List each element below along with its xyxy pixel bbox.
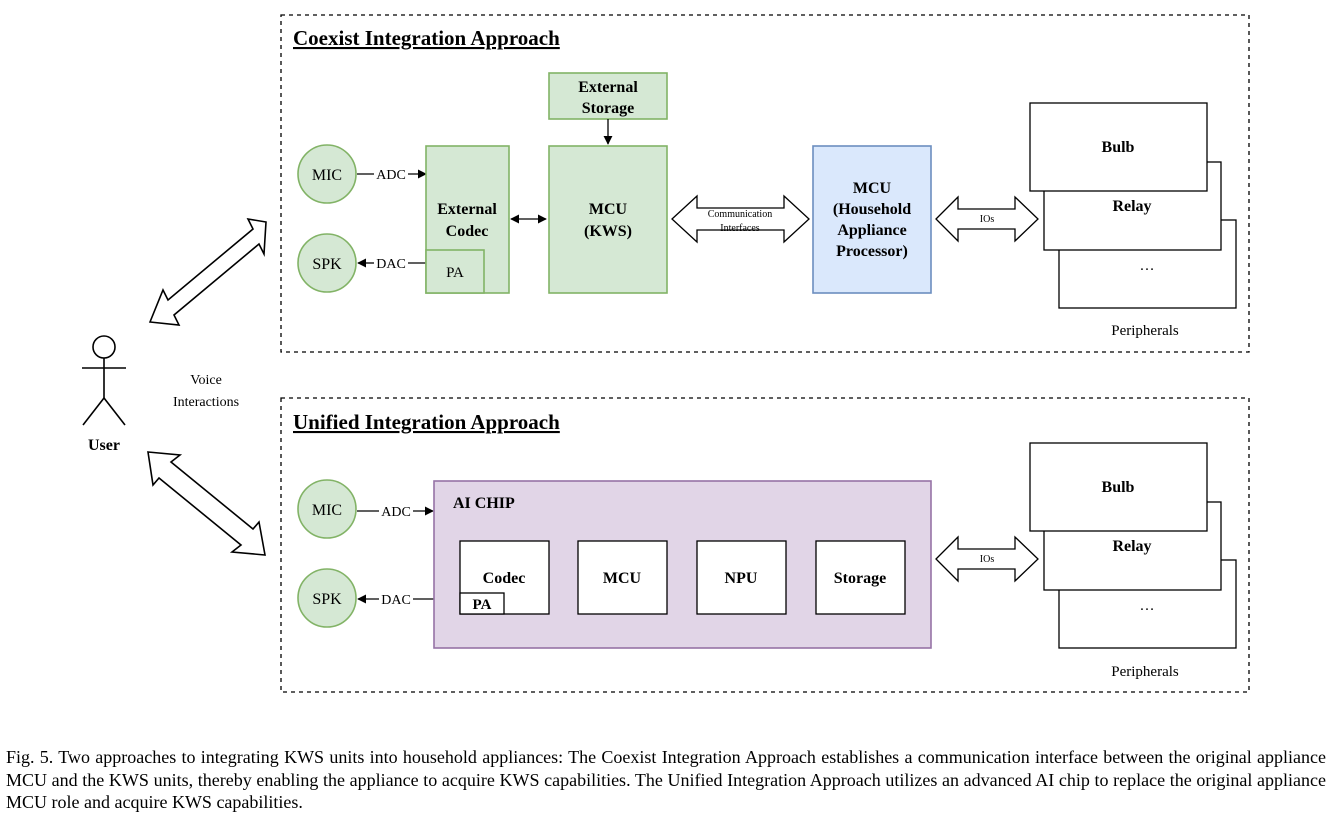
ai-chip-label: AI CHIP xyxy=(453,495,515,512)
unified-storage-box xyxy=(815,540,906,615)
unified-spk-label: SPK xyxy=(312,591,342,608)
coexist-codec-line2: Codec xyxy=(446,223,489,240)
coexist-peripheral-bulb-label: Bulb xyxy=(1102,139,1135,156)
comm-label-line2: Interfaces xyxy=(720,223,760,234)
house-mcu-line4: Processor) xyxy=(836,243,908,260)
coexist-peripheral-relay-label: Relay xyxy=(1112,198,1151,215)
voice-label-line1: Voice xyxy=(190,373,222,388)
communication-interfaces-arrow xyxy=(671,194,810,244)
coexist-mcu-kws-line2: (KWS) xyxy=(584,223,632,240)
unified-mcu-box xyxy=(577,540,668,615)
unified-pa-label: PA xyxy=(473,597,492,613)
coexist-peripherals-label: Peripherals xyxy=(1111,323,1179,339)
coexist-dac-label: DAC xyxy=(376,257,406,272)
unified-title: Unified Integration Approach xyxy=(293,410,560,434)
coexist-external-storage-box xyxy=(548,72,668,120)
unified-npu-box xyxy=(696,540,787,615)
unified-dac-label: DAC xyxy=(381,593,411,608)
unified-peripheral-bulb-label: Bulb xyxy=(1102,479,1135,496)
unified-storage-label: Storage xyxy=(834,570,886,587)
coexist-spk-node xyxy=(297,233,357,293)
coexist-pa-box xyxy=(425,249,485,294)
unified-mcu-label: MCU xyxy=(603,570,642,587)
coexist-ios-label: IOs xyxy=(980,214,995,225)
coexist-household-mcu-box xyxy=(812,145,932,294)
coexist-codec-line1: External xyxy=(437,201,497,218)
house-mcu-line3: Appliance xyxy=(837,222,906,239)
coexist-peripheral-bulb xyxy=(1029,102,1208,192)
coexist-ios-arrow xyxy=(935,195,1039,243)
unified-ios-arrow xyxy=(935,535,1039,583)
coexist-section-frame xyxy=(280,14,1250,353)
coexist-mcu-kws-box xyxy=(548,145,668,294)
user-figure xyxy=(82,335,126,426)
user-label: User xyxy=(88,437,120,454)
unified-mic-node xyxy=(297,479,357,539)
voice-arrow-upper xyxy=(148,217,267,326)
coexist-mic-node xyxy=(297,144,357,204)
house-mcu-line2: (Household xyxy=(833,201,911,218)
coexist-peripheral-more-label: … xyxy=(1140,258,1155,274)
unified-peripheral-bulb xyxy=(1029,442,1208,532)
unified-peripherals-label: Peripherals xyxy=(1111,664,1179,680)
unified-pa-box xyxy=(459,592,505,615)
comm-label-line1: Communication xyxy=(708,209,772,220)
figure-caption: Fig. 5. Two approaches to integrating KW… xyxy=(6,747,1326,812)
coexist-mcu-kws-line1: MCU xyxy=(589,201,628,218)
unified-peripheral-more-label: … xyxy=(1140,598,1155,614)
unified-mic-label: MIC xyxy=(312,502,342,519)
unified-codec-label: Codec xyxy=(483,570,526,587)
unified-section-frame xyxy=(280,397,1250,693)
coexist-spk-label: SPK xyxy=(312,256,342,273)
coexist-storage-line1: External xyxy=(578,79,638,96)
unified-adc-label: ADC xyxy=(381,505,411,520)
coexist-title: Coexist Integration Approach xyxy=(293,26,560,50)
voice-arrow-lower xyxy=(147,451,266,556)
coexist-adc-label: ADC xyxy=(376,168,406,183)
unified-ios-label: IOs xyxy=(980,554,995,565)
unified-spk-node xyxy=(297,568,357,628)
voice-label-line2: Interactions xyxy=(173,395,239,410)
unified-npu-label: NPU xyxy=(725,570,758,587)
unified-peripheral-relay-label: Relay xyxy=(1112,538,1151,555)
coexist-storage-line2: Storage xyxy=(582,100,634,117)
coexist-pa-label: PA xyxy=(446,265,464,281)
house-mcu-line1: MCU xyxy=(853,180,892,197)
integration-diagram: User Voice Interactions Coexist Integrat… xyxy=(82,14,1250,693)
coexist-mic-label: MIC xyxy=(312,167,342,184)
